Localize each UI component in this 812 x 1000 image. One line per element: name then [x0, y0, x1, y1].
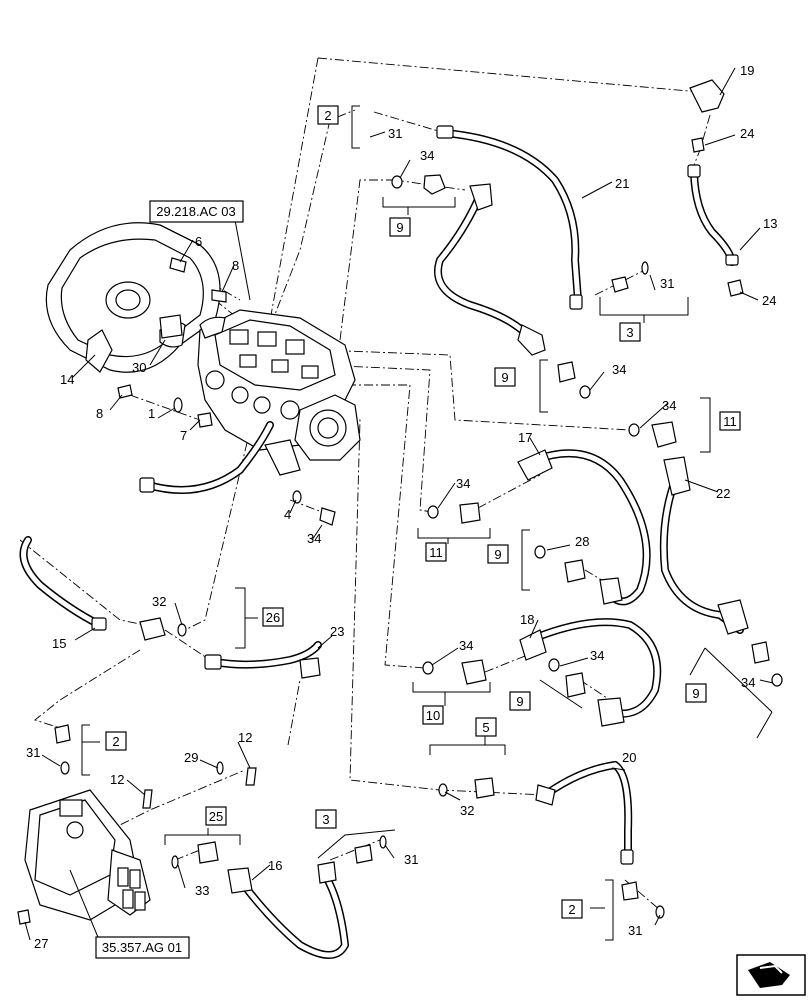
callout-number: 16 [268, 858, 282, 873]
callout-number: 17 [518, 430, 532, 445]
callout-number: 20 [622, 750, 636, 765]
callout-number: 32 [460, 803, 474, 818]
hose-21 [436, 125, 583, 310]
boxed-callout: 9 [487, 544, 509, 564]
callout-number: 12 [238, 730, 252, 745]
hydrostatic-pump-assembly [159, 309, 361, 476]
small-hardware [117, 257, 336, 526]
callout-number: 34 [612, 362, 626, 377]
boxed-callout: 10 [422, 705, 444, 725]
boxed-callout: 11 [425, 542, 447, 562]
callout-number: 3 [626, 325, 633, 340]
callout-number: 13 [763, 216, 777, 231]
callout-number: 24 [740, 126, 754, 141]
reference-box-bottom[interactable]: 35.357.AG 01 [95, 936, 190, 959]
callout-number: 34 [590, 648, 604, 663]
hose-20 [438, 760, 665, 919]
callout-number: 31 [628, 923, 642, 938]
callout-number: 29 [184, 750, 198, 765]
callout-number: 9 [494, 547, 501, 562]
boxed-callout: 9 [509, 691, 531, 711]
hose-13 [687, 79, 744, 297]
callout-number: 32 [152, 594, 166, 609]
boxed-callout: 25 [205, 806, 227, 826]
callout-number: 34 [307, 531, 321, 546]
callout-number: 34 [459, 638, 473, 653]
boxed-callout: 26 [262, 607, 284, 627]
boxed-callout: 11 [719, 411, 741, 431]
callout-number: 7 [180, 428, 187, 443]
callout-number: 34 [662, 398, 676, 413]
callout-number: 3 [322, 812, 329, 827]
callout-number: 31 [660, 276, 674, 291]
hose-17 [517, 449, 651, 606]
flywheel-plate [45, 222, 221, 373]
orientation-arrow-icon [736, 954, 806, 996]
hose-upper-center [434, 183, 546, 356]
callout-number: 2 [568, 902, 575, 917]
boxed-callout: 3 [619, 322, 641, 342]
boxed-callout: 5 [475, 717, 497, 737]
callout-number: 22 [716, 486, 730, 501]
boxed-callout: 2 [105, 731, 127, 751]
callout-number: 1 [148, 406, 155, 421]
callout-number: 31 [26, 745, 40, 760]
callout-number: 2 [112, 734, 119, 749]
hose-22 [659, 456, 749, 635]
reference-label: 29.218.AC 03 [156, 204, 236, 219]
callout-number: 25 [209, 809, 223, 824]
callout-number: 8 [96, 406, 103, 421]
hose-15 [19, 536, 187, 641]
callout-number: 23 [330, 624, 344, 639]
callout-number: 33 [195, 883, 209, 898]
callout-number: 4 [284, 507, 291, 522]
reference-label: 35.357.AG 01 [102, 940, 182, 955]
callout-number: 15 [52, 636, 66, 651]
callout-number: 8 [232, 258, 239, 273]
callout-number: 2 [324, 108, 331, 123]
callout-number: 5 [482, 720, 489, 735]
callout-number: 6 [195, 234, 202, 249]
callout-number: 34 [420, 148, 434, 163]
callout-number: 26 [266, 610, 280, 625]
boxed-callout: 9 [389, 217, 411, 237]
callout-number: 19 [740, 63, 754, 78]
boxed-callout: 9 [494, 367, 516, 387]
callout-number: 21 [615, 176, 629, 191]
callout-number: 14 [60, 372, 74, 387]
callout-number: 34 [741, 675, 755, 690]
hose-18 [519, 618, 662, 727]
callout-number: 11 [429, 545, 443, 560]
control-valve [17, 724, 257, 925]
callout-number: 30 [132, 360, 146, 375]
callout-number: 9 [516, 694, 523, 709]
callout-number: 34 [456, 476, 470, 491]
callout-number: 12 [110, 772, 124, 787]
callout-number: 10 [426, 708, 440, 723]
tube-23 [204, 641, 322, 679]
callout-number: 9 [692, 686, 699, 701]
callout-number: 11 [723, 414, 737, 429]
callout-number: 28 [575, 534, 589, 549]
hose-16 [197, 835, 387, 959]
fittings [391, 174, 783, 698]
boxed-callout: 2 [317, 105, 339, 125]
reference-box-top[interactable]: 29.218.AC 03 [149, 200, 244, 223]
boxed-callout: 2 [561, 899, 583, 919]
callout-number: 31 [404, 852, 418, 867]
callout-number: 24 [762, 293, 776, 308]
callout-number: 9 [501, 370, 508, 385]
callout-number: 18 [520, 612, 534, 627]
callout-number: 9 [396, 220, 403, 235]
callout-number: 27 [34, 936, 48, 951]
boxed-callout: 3 [315, 809, 337, 829]
callout-brackets [81, 105, 773, 941]
callout-number: 31 [388, 126, 402, 141]
boxed-callout: 9 [685, 683, 707, 703]
